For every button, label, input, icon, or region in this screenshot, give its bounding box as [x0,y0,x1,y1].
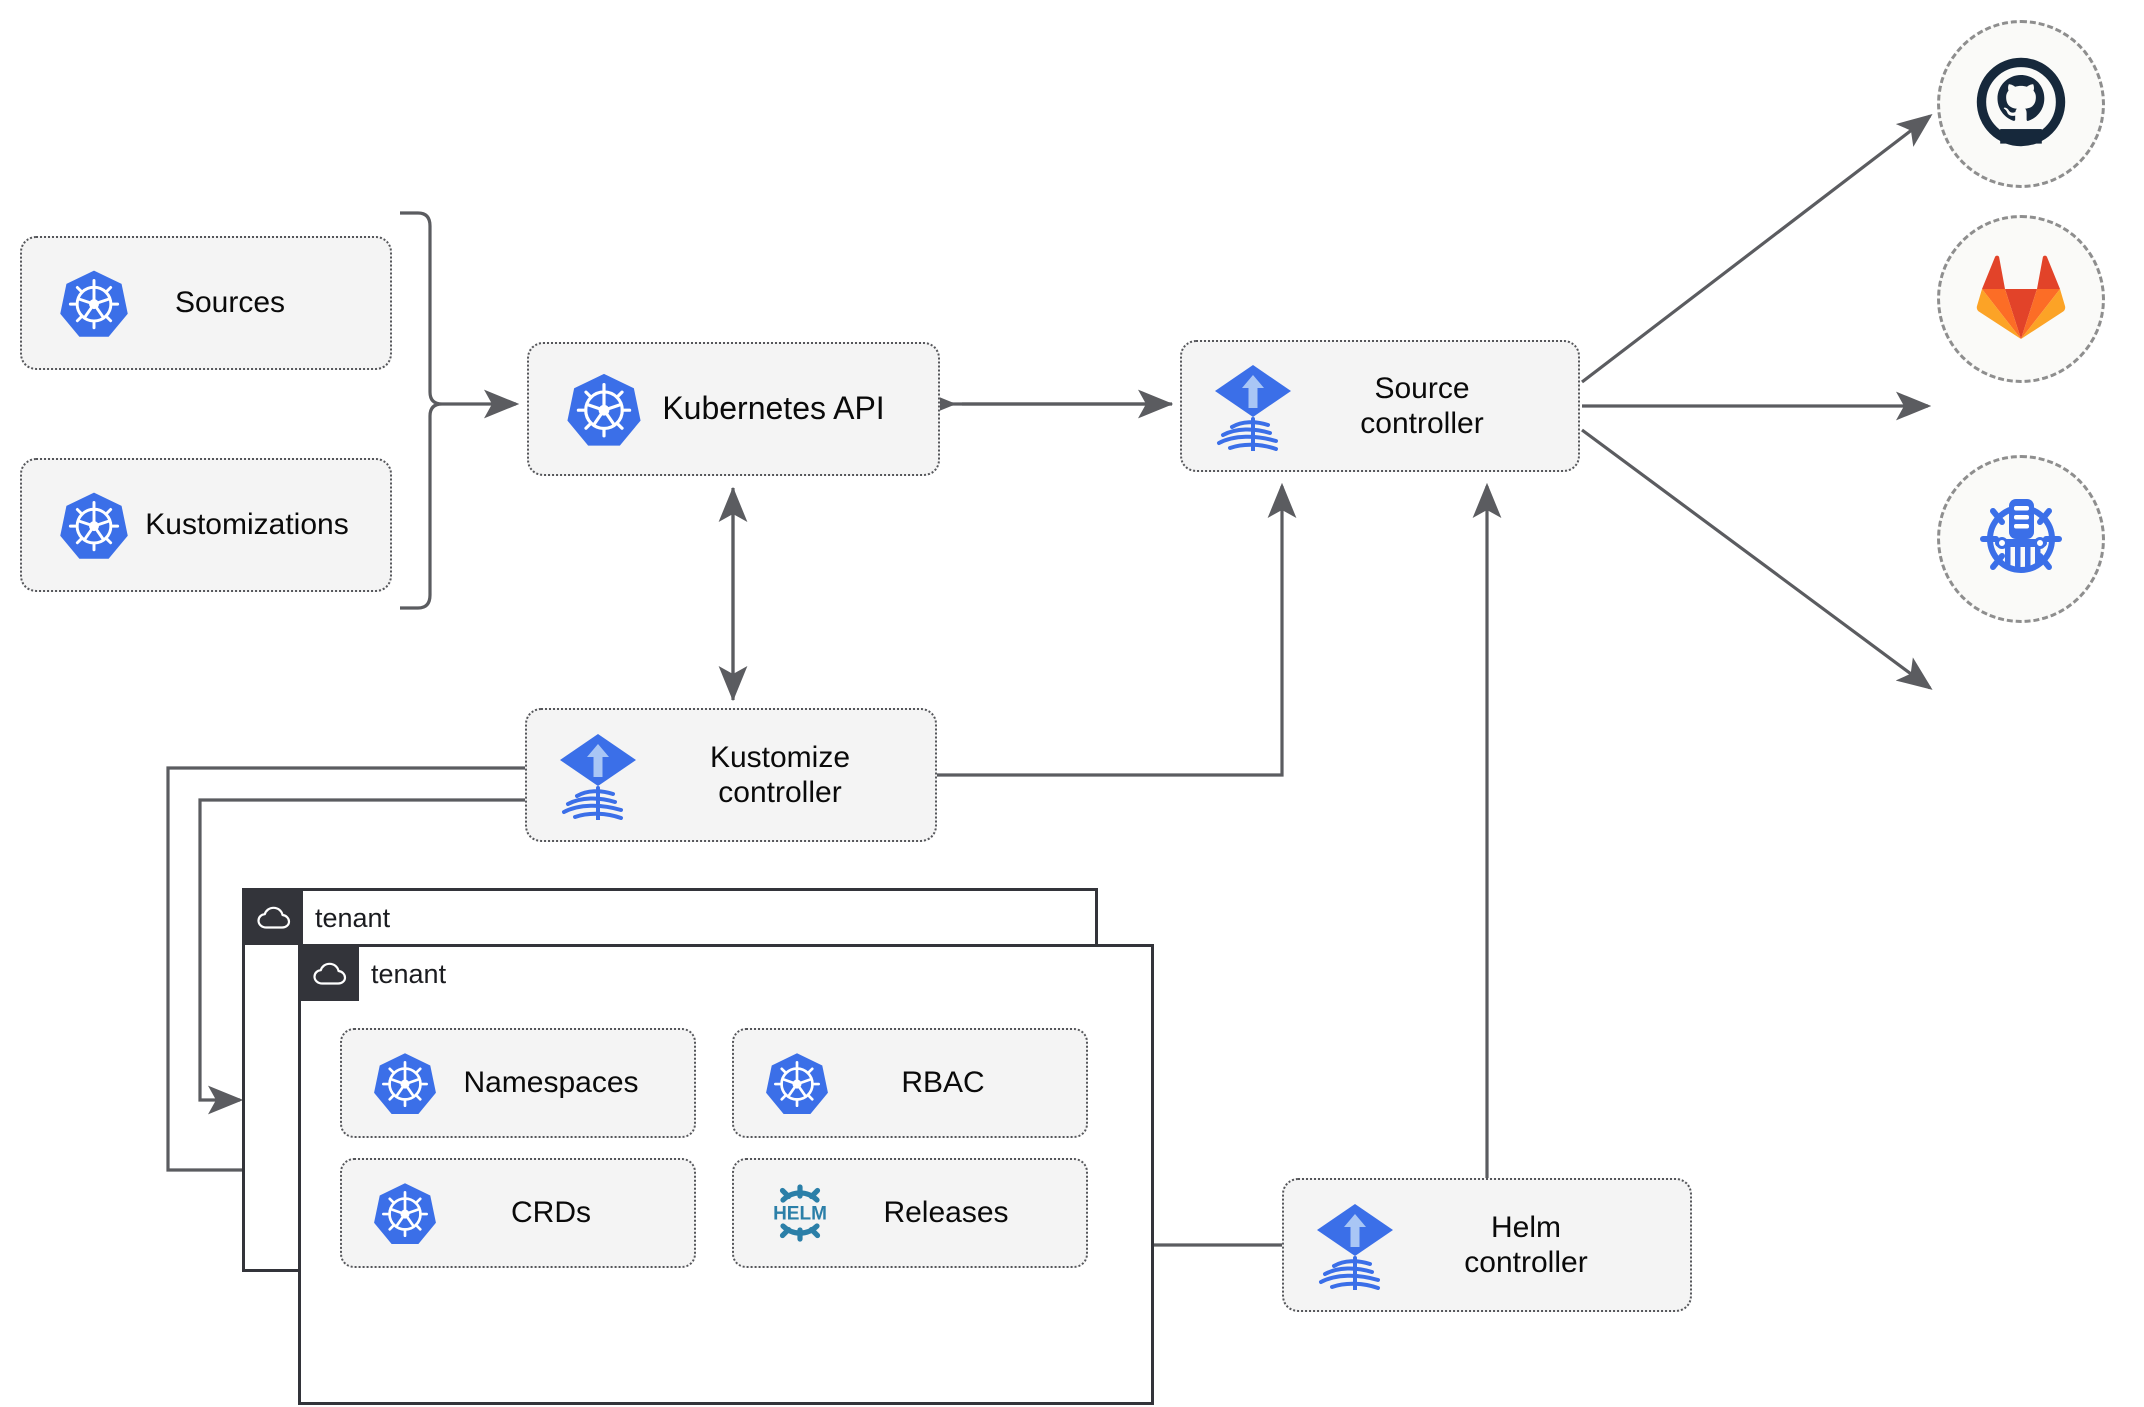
tenant-label: tenant [315,902,391,933]
node-label: Kustomizations [145,508,349,542]
resource-label: Releases [883,1196,1009,1229]
flux-icon [1312,1200,1398,1290]
cloud-icon [245,891,303,945]
resource-releases[interactable]: HELM Releases [732,1158,1088,1268]
kubernetes-icon [58,267,130,339]
node-kubernetes-api[interactable]: Kubernetes API [527,342,940,476]
github-icon [1969,50,2073,159]
node-label: Kustomize controller [709,740,851,809]
node-helm-controller[interactable]: Helm controller [1282,1178,1692,1312]
kubernetes-icon [764,1050,830,1116]
svg-text:HELM: HELM [773,1204,827,1225]
gitlab-icon [1973,251,2069,348]
wire-srcctl-to-github [1581,114,1933,384]
external-github[interactable] [1937,20,2105,188]
node-sources[interactable]: Sources [20,236,392,370]
cloud-icon [301,947,359,1001]
wire-srcctl-to-bucket [1581,428,1933,690]
resource-namespaces[interactable]: Namespaces [340,1028,696,1138]
kubernetes-icon [58,489,130,561]
node-label: Helm controller [1464,1210,1588,1279]
kubernetes-icon [565,370,643,448]
kubernetes-icon [372,1050,438,1116]
external-container-registry[interactable] [1937,455,2105,623]
node-label: Kubernetes API [662,390,885,427]
wire-kustctl-to-srcctl [937,482,1297,777]
node-source-controller[interactable]: Source controller [1180,340,1580,472]
container-registry-icon [1969,485,2073,594]
node-kustomize-controller[interactable]: Kustomize controller [525,708,937,842]
resource-label: CRDs [511,1196,591,1229]
node-kustomizations[interactable]: Kustomizations [20,458,392,592]
flux-icon [1210,361,1296,451]
node-label: Sources [174,286,286,320]
flux-icon [555,730,641,820]
group-bracket [400,211,443,610]
node-label: Source controller [1360,371,1484,440]
resource-crds[interactable]: CRDs [340,1158,696,1268]
tenant-label: tenant [371,958,447,989]
external-gitlab[interactable] [1937,215,2105,383]
resource-label: RBAC [901,1066,985,1099]
resource-label: Namespaces [463,1066,639,1099]
helm-icon: HELM [764,1177,836,1249]
resource-rbac[interactable]: RBAC [732,1028,1088,1138]
kubernetes-icon [372,1180,438,1246]
